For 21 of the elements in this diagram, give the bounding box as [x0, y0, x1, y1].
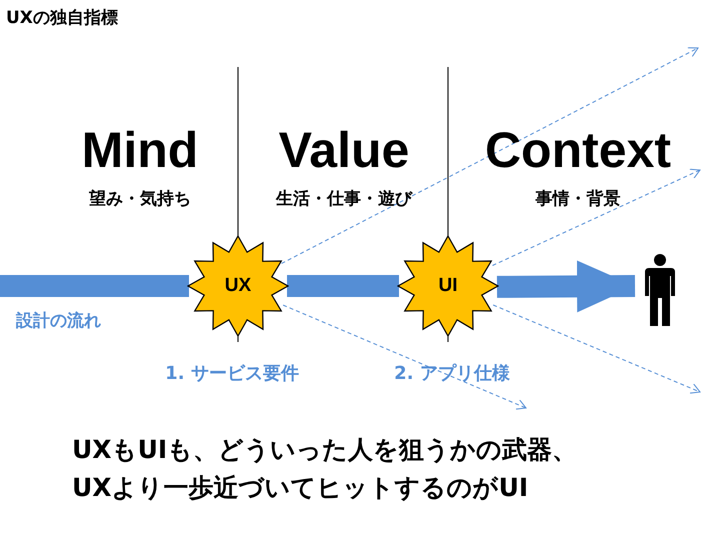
summary-text: UXより一歩近づいてヒットするのがUI	[72, 474, 528, 503]
column-subheading: 望み・気持ち	[89, 190, 191, 210]
summary-text: UXもUIも、どういった人を狙うかの武器、	[72, 436, 578, 465]
starburst-label: UI	[438, 275, 458, 297]
starburst-label: UX	[224, 275, 252, 297]
person-icon	[645, 254, 675, 326]
column-heading: Context	[484, 122, 672, 180]
dashed-arrow	[282, 304, 526, 410]
column-subheading: 事情・背景	[536, 190, 620, 210]
column-subheading: 生活・仕事・遊び	[276, 190, 412, 210]
dashed-arrow	[281, 47, 698, 264]
dashed-arrow	[492, 168, 700, 266]
dashed-arrow	[492, 304, 700, 394]
slide-title: UXの独自指標	[6, 7, 118, 29]
stage-label: 1. サービス要件	[165, 364, 299, 385]
column-heading: Mind	[82, 122, 198, 180]
flow-caption: 設計の流れ	[16, 312, 101, 332]
starburst	[187, 235, 289, 337]
flow-arrow	[496, 260, 636, 312]
column-heading: Value	[278, 122, 410, 180]
starburst	[397, 235, 499, 337]
